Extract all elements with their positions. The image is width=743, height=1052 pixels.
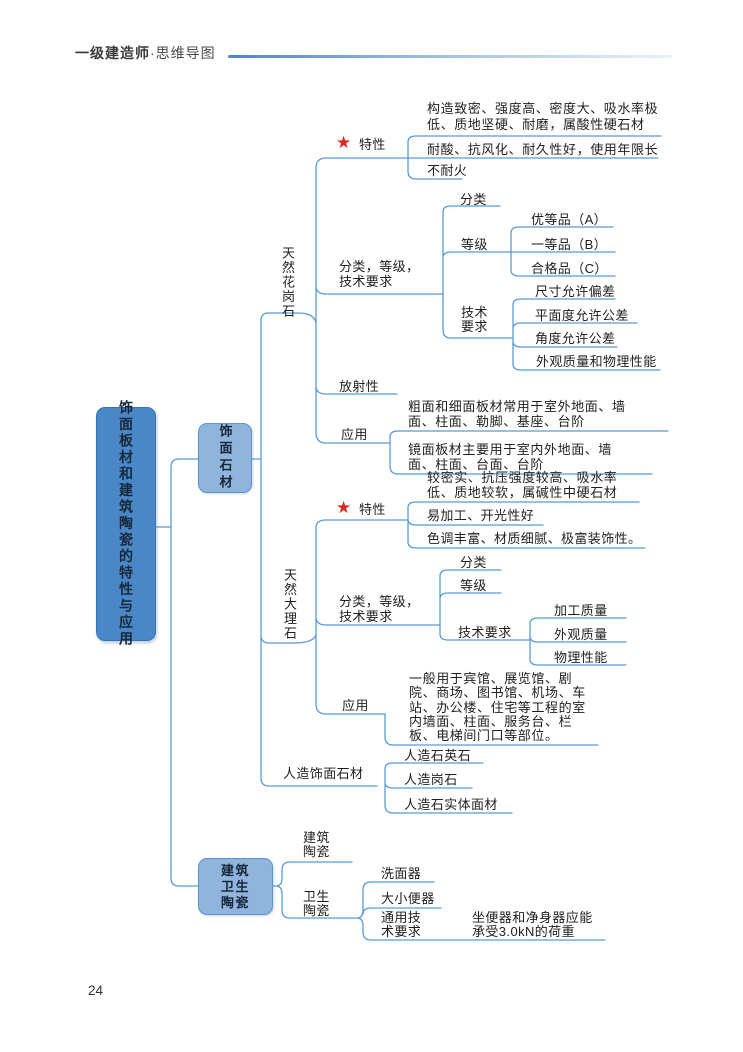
tech-item: 平面度允许公差 (535, 308, 629, 323)
header-subtitle: ·思维导图 (150, 45, 216, 61)
tech-item: 物理性能 (554, 650, 608, 665)
marble-label: 天然大理石 (282, 568, 297, 641)
marble-trait-item: 较密实、抗压强度较高、吸水率 低、质地较软，属碱性中硬石材 (427, 470, 618, 500)
marble-trait-item: 色调丰富、材质细腻、极富装饰性。 (427, 531, 642, 546)
marble-grade-label: 等级 (460, 578, 487, 593)
building-ceramics-label: 建筑 陶瓷 (303, 830, 330, 859)
marble-traits-label: 特性 (359, 502, 386, 517)
tech-item: 外观质量 (554, 627, 608, 642)
marble-application-text: 一般用于宾馆、展览馆、剧 院、商场、图书馆、机场、车 站、办公楼、住宅等工程的室… (409, 671, 586, 744)
granite-trait-item: 不耐火 (427, 163, 468, 178)
granite-tech-label: 技术 要求 (461, 305, 488, 334)
granite-category-label: 分类 (460, 192, 487, 207)
toilets-label: 大小便器 (381, 891, 435, 906)
granite-traits-label: 特性 (359, 137, 386, 152)
general-tech-text: 坐便器和净身器应能 承受3.0kN的荷重 (472, 910, 593, 939)
marble-tech-label: 技术要求 (458, 625, 512, 640)
artificial-item: 人造岗石 (404, 772, 458, 787)
tech-item: 外观质量和物理性能 (536, 354, 657, 369)
branch-ceramics-label: 建筑 卫生 陶瓷 (220, 862, 250, 910)
washbasin-label: 洗面器 (381, 866, 422, 881)
marble-trait-item: 易加工、开光性好 (427, 508, 535, 523)
page-header: 一级建造师·思维导图 (75, 43, 216, 63)
marble-application-label: 应用 (342, 698, 369, 713)
sanitary-ceramics-label: 卫生 陶瓷 (303, 889, 330, 918)
granite-grade-label: 等级 (461, 237, 488, 252)
branch-ceramics: 建筑 卫生 陶瓷 (198, 858, 273, 915)
granite-radioactivity-label: 放射性 (339, 379, 380, 394)
granite-application-item: 镜面板材主要用于室内外地面、墙 面、柱面、台面、台阶 (408, 442, 613, 472)
branch-stone: 饰面石材 (198, 423, 252, 493)
marble-classification-label: 分类，等级， 技术要求 (339, 594, 420, 624)
page-number: 24 (88, 983, 104, 998)
header-brand: 一级建造师 (75, 45, 150, 61)
granite-application-label: 应用 (341, 427, 368, 442)
artificial-label: 人造饰面石材 (283, 766, 364, 781)
granite-classification-label: 分类，等级， 技术要求 (339, 259, 420, 289)
granite-application-item: 粗面和细面板材常用于室外地面、墙 面、柱面、勒脚、基座、台阶 (408, 399, 626, 429)
tech-item: 角度允许公差 (535, 331, 616, 346)
artificial-item: 人造石实体面材 (404, 797, 498, 812)
granite-trait-item: 耐酸、抗风化、耐久性好，使用年限长 (427, 142, 659, 157)
root-node-label: 饰面板材和建筑陶瓷的特性与应用 (118, 400, 134, 648)
tech-item: 尺寸允许偏差 (535, 284, 616, 299)
grade-item: 一等品（B） (531, 237, 608, 252)
header-rule (228, 55, 672, 58)
granite-trait-item: 构造致密、强度高、密度大、吸水率极 低、质地坚硬、耐磨，属酸性硬石材 (427, 101, 659, 132)
grade-item: 优等品（A） (531, 212, 608, 227)
tech-item: 加工质量 (554, 603, 608, 618)
general-tech-label: 通用技 术要求 (381, 910, 422, 939)
star-icon: ★ (336, 498, 352, 517)
artificial-item: 人造石英石 (404, 748, 472, 763)
root-node: 饰面板材和建筑陶瓷的特性与应用 (96, 400, 156, 648)
grade-item: 合格品（C） (531, 261, 608, 276)
marble-category-label: 分类 (460, 555, 487, 570)
star-icon: ★ (336, 133, 352, 152)
granite-label: 天然花岗石 (280, 246, 295, 319)
branch-stone-label: 饰面石材 (217, 424, 233, 492)
